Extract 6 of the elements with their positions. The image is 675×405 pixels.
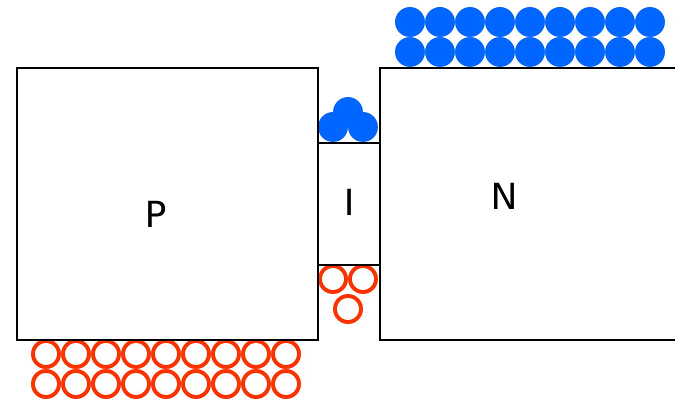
region-label: P — [144, 198, 166, 234]
region-box — [379, 67, 675, 341]
region-box — [16, 67, 319, 341]
region-label: I — [344, 186, 354, 222]
region-box — [317, 142, 381, 266]
region-label: N — [490, 180, 518, 216]
